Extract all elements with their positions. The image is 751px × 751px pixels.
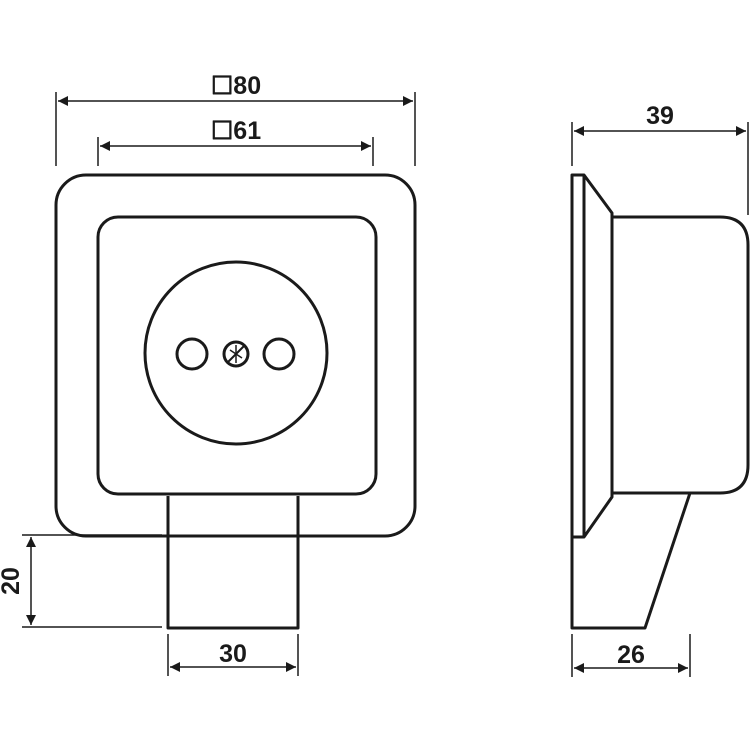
dimension-base-depth: 26: [571, 634, 691, 677]
stem-width-label: 30: [219, 640, 247, 668]
dimension-inner-width: ☐61: [97, 117, 374, 166]
cable-entry-stem: [166, 496, 300, 630]
dimension-stem-height: 20: [0, 534, 162, 628]
dimension-depth: 39: [571, 102, 749, 215]
outer-width-label: ☐80: [211, 72, 261, 100]
side-view: [570, 173, 750, 630]
pin-hole-left: [175, 337, 209, 371]
depth-label: 39: [646, 102, 674, 130]
center-screw-icon: [222, 340, 250, 368]
dimension-stem-width: 30: [167, 634, 299, 676]
inner-width-label: ☐61: [211, 117, 261, 145]
side-flange: [570, 173, 614, 539]
front-view: [54, 173, 417, 630]
pin-hole-right: [262, 337, 296, 371]
stem-height-label: 20: [0, 567, 25, 595]
base-depth-label: 26: [617, 641, 645, 669]
side-housing: [612, 215, 750, 495]
side-base: [570, 492, 692, 630]
dimension-outer-width: ☐80: [55, 72, 416, 166]
